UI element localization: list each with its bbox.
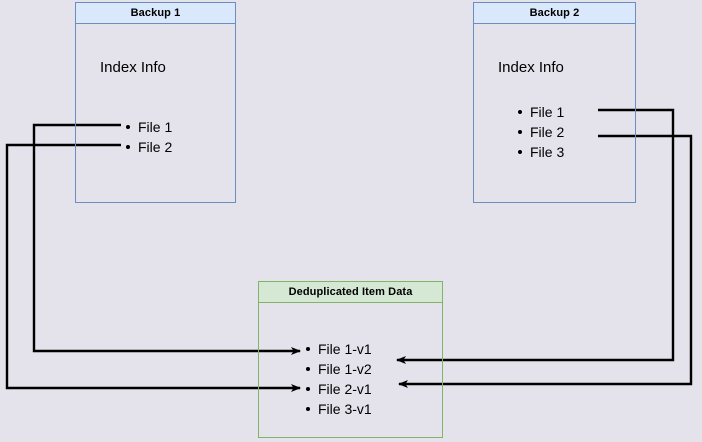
node-backup-1-index-label: Index Info <box>100 59 166 76</box>
list-item: File 3-v1 <box>304 399 372 419</box>
list-item: File 2 <box>516 122 564 142</box>
node-backup-2-index-label: Index Info <box>498 59 564 76</box>
list-item: File 2 <box>124 137 172 157</box>
node-deduplicated-item-data[interactable]: Deduplicated Item Data File 1-v1 File 1-… <box>258 281 443 438</box>
node-backup-2[interactable]: Backup 2 Index Info File 1 File 2 File 3 <box>473 2 636 203</box>
node-backup-1-body: Index Info File 1 File 2 <box>76 24 235 202</box>
list-item: File 1-v2 <box>304 359 372 379</box>
node-backup-1[interactable]: Backup 1 Index Info File 1 File 2 <box>75 2 236 203</box>
node-backup-2-body: Index Info File 1 File 2 File 3 <box>474 24 635 202</box>
node-deduplicated-file-list: File 1-v1 File 1-v2 File 2-v1 File 3-v1 <box>304 339 372 419</box>
list-item: File 1 <box>124 117 172 137</box>
node-backup-1-file-list: File 1 File 2 <box>124 117 172 157</box>
node-deduplicated-item-data-title: Deduplicated Item Data <box>259 282 442 303</box>
node-backup-2-file-list: File 1 File 2 File 3 <box>516 102 564 162</box>
node-backup-1-title: Backup 1 <box>76 3 235 24</box>
list-item: File 1 <box>516 102 564 122</box>
list-item: File 1-v1 <box>304 339 372 359</box>
node-deduplicated-item-data-body: File 1-v1 File 1-v2 File 2-v1 File 3-v1 <box>259 303 442 437</box>
list-item: File 2-v1 <box>304 379 372 399</box>
node-backup-2-title: Backup 2 <box>474 3 635 24</box>
list-item: File 3 <box>516 142 564 162</box>
